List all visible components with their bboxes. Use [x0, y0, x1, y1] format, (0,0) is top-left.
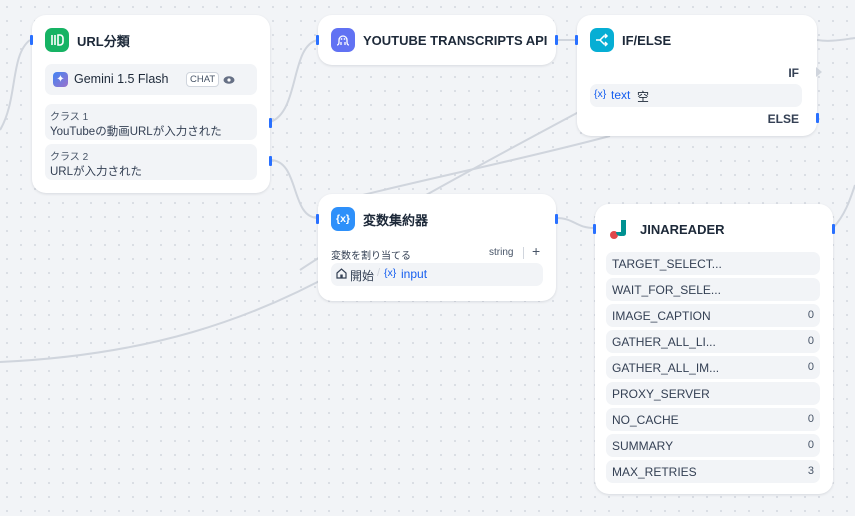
input-handle[interactable] — [316, 214, 319, 224]
divider — [523, 247, 524, 259]
edge-jina-out — [832, 184, 855, 229]
param-row[interactable]: IMAGE_CAPTION 0 — [606, 304, 820, 327]
model-name: Gemini 1.5 Flash — [74, 72, 169, 86]
param-name: GATHER_ALL_LI... — [612, 335, 716, 349]
edge-if-out — [816, 37, 855, 42]
param-row[interactable]: MAX_RETRIES 3 — [606, 460, 820, 483]
param-name: IMAGE_CAPTION — [612, 309, 711, 323]
node-title: YOUTUBE TRANSCRIPTS API — [363, 32, 548, 48]
param-row[interactable]: GATHER_ALL_LI... 0 — [606, 330, 820, 353]
eye-icon[interactable] — [223, 74, 235, 88]
if-output-handle[interactable] — [816, 67, 822, 77]
edge-class1-to-youtube — [269, 39, 319, 123]
node-title: 変数集約器 — [363, 212, 429, 228]
input-handle[interactable] — [30, 35, 33, 45]
if-label: IF — [788, 66, 799, 80]
class-item[interactable]: クラス 2 URLが入力された — [45, 144, 257, 180]
jinareader-node[interactable]: JINAREADER TARGET_SELECT... WAIT_FOR_SEL… — [593, 204, 835, 494]
input-handle[interactable] — [575, 35, 578, 45]
input-handle[interactable] — [316, 35, 319, 45]
output-handle[interactable] — [832, 224, 835, 234]
gemini-sparkle-icon: ✦ — [53, 72, 68, 87]
node-title: IF/ELSE — [622, 32, 672, 48]
edge-left-to-classifier — [0, 39, 31, 131]
type-label: string — [489, 247, 514, 258]
url-classifier-node[interactable]: URL分類 ✦ Gemini 1.5 Flash CHAT クラス 1 YouT… — [30, 15, 272, 193]
variable-name: input — [401, 267, 428, 281]
else-label: ELSE — [767, 112, 799, 126]
octopus-icon — [331, 28, 355, 52]
class-item[interactable]: クラス 1 YouTubeの動画URLが入力された — [45, 104, 257, 140]
param-value: 0 — [807, 335, 814, 347]
param-row[interactable]: SUMMARY 0 — [606, 434, 820, 457]
param-name: NO_CACHE — [612, 413, 679, 427]
param-value: 0 — [807, 439, 814, 451]
classifier-icon — [45, 28, 69, 52]
param-name: GATHER_ALL_IM... — [612, 361, 720, 375]
param-row[interactable]: WAIT_FOR_SELE... — [606, 278, 820, 301]
output-handle[interactable] — [555, 214, 558, 224]
param-name: TARGET_SELECT... — [612, 257, 722, 271]
add-variable-button[interactable]: + — [532, 243, 541, 259]
model-selector[interactable]: ✦ Gemini 1.5 Flash CHAT — [45, 64, 257, 95]
variable-icon: {x} — [384, 267, 397, 279]
branch-icon — [590, 28, 614, 52]
edge-class2-to-aggregator — [269, 159, 319, 219]
class-label: クラス 1 — [50, 112, 89, 123]
section-label: 変数を割り当てる — [331, 251, 411, 262]
source-node-name: 開始 — [350, 269, 375, 283]
variable-icon: {x} — [331, 207, 355, 231]
condition-operator: 空 — [637, 90, 650, 104]
edge-input-left — [0, 269, 341, 363]
else-output-handle[interactable] — [816, 113, 819, 123]
class1-output-handle[interactable] — [269, 118, 272, 128]
model-mode-badge: CHAT — [186, 72, 220, 87]
node-title: JINAREADER — [640, 221, 725, 237]
youtube-transcripts-node[interactable]: YOUTUBE TRANSCRIPTS API — [316, 15, 558, 65]
class-text: YouTubeの動画URLが入力された — [50, 126, 222, 138]
param-row[interactable]: GATHER_ALL_IM... 0 — [606, 356, 820, 379]
param-row[interactable]: TARGET_SELECT... — [606, 252, 820, 275]
separator: / — [377, 267, 381, 279]
input-handle[interactable] — [593, 224, 596, 234]
param-value: 0 — [807, 413, 814, 425]
param-name: WAIT_FOR_SELE... — [612, 283, 721, 297]
param-name: MAX_RETRIES — [612, 465, 697, 479]
variable-row[interactable]: 開始 / {x} input — [331, 263, 543, 286]
param-value: 3 — [807, 465, 814, 477]
edge-aggregator-to-jina — [555, 217, 596, 229]
param-name: PROXY_SERVER — [612, 387, 710, 401]
param-row[interactable]: PROXY_SERVER — [606, 382, 820, 405]
home-icon — [336, 268, 347, 282]
param-value: 0 — [807, 361, 814, 373]
class2-output-handle[interactable] — [269, 156, 272, 166]
variable-icon: {x} — [594, 88, 607, 100]
class-text: URLが入力された — [50, 166, 143, 178]
node-title: URL分類 — [77, 33, 130, 49]
if-else-node[interactable]: IF/ELSE IF {x} text 空 ELSE — [575, 15, 822, 136]
param-name: SUMMARY — [612, 439, 674, 453]
variable-aggregator-node[interactable]: {x} 変数集約器 変数を割り当てる string + 開始 / {x} inp… — [316, 194, 558, 301]
param-row[interactable]: NO_CACHE 0 — [606, 408, 820, 431]
class-label: クラス 2 — [50, 152, 89, 163]
output-handle[interactable] — [555, 35, 558, 45]
condition-variable: text — [611, 88, 631, 102]
param-value: 0 — [807, 309, 814, 321]
jina-logo-icon — [608, 217, 632, 241]
condition-row[interactable]: {x} text 空 — [590, 84, 802, 107]
